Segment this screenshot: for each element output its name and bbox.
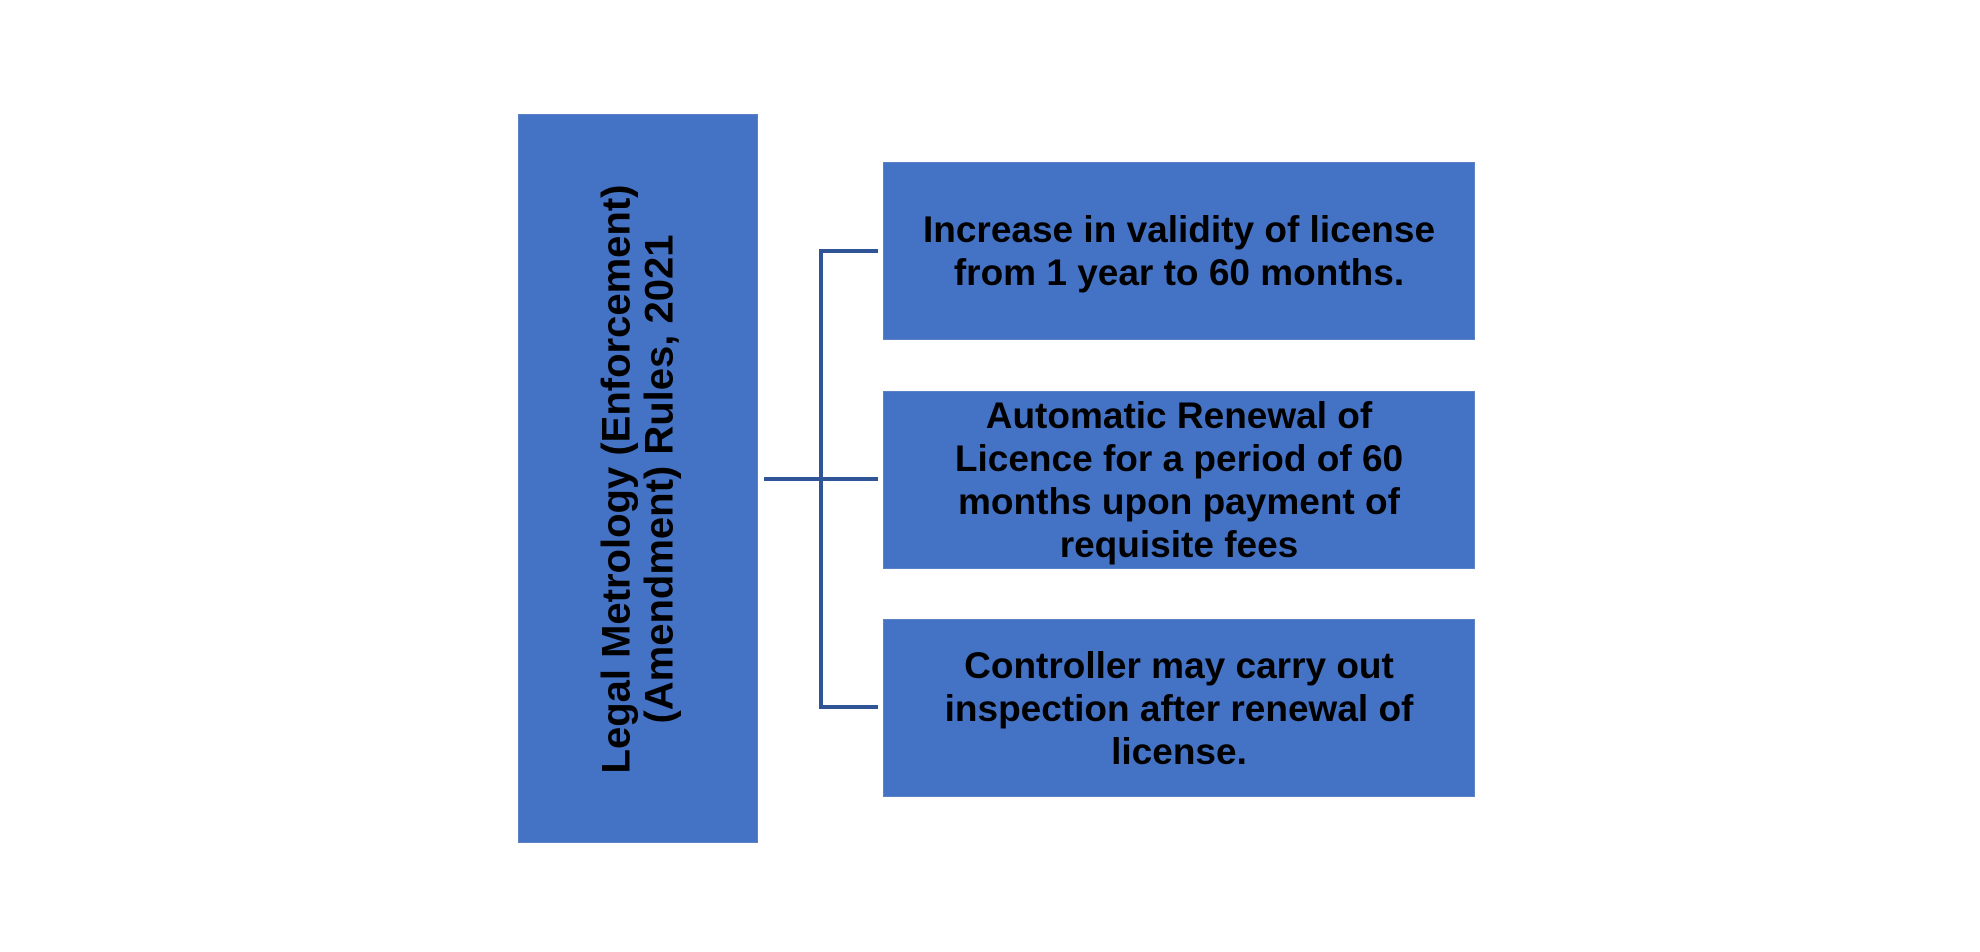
child-label-line: license.	[1111, 730, 1247, 772]
child-label-line: months upon payment of	[958, 481, 1400, 522]
child-label-line: Increase in validity of license	[922, 209, 1436, 250]
child-label-line: from 1 year to 60 months.	[953, 252, 1405, 293]
child-label-line: Automatic Renewal of	[985, 395, 1373, 436]
root-node-label: Legal Metrology (Enforcement) (Amendment…	[594, 184, 682, 773]
child-node-inspection: Controller may carry out inspection afte…	[883, 619, 1475, 797]
child-node-label: Increase in validity of license from 1 y…	[913, 208, 1445, 294]
child-label-line: inspection after renewal of	[944, 687, 1414, 729]
child-node-label: Controller may carry out inspection afte…	[935, 644, 1424, 773]
root-node: Legal Metrology (Enforcement) (Amendment…	[518, 114, 758, 843]
root-label-line-2: (Amendment) Rules, 2021	[637, 233, 682, 724]
child-label-line: Licence for a period of 60	[954, 438, 1404, 479]
root-label-line-1: Legal Metrology (Enforcement)	[594, 184, 639, 773]
child-node-renewal: Automatic Renewal of Licence for a perio…	[883, 391, 1475, 569]
child-label-line: requisite fees	[1059, 524, 1299, 565]
child-node-label: Automatic Renewal of Licence for a perio…	[945, 394, 1413, 566]
child-label-line: Controller may carry out	[964, 644, 1394, 686]
child-node-validity: Increase in validity of license from 1 y…	[883, 162, 1475, 340]
